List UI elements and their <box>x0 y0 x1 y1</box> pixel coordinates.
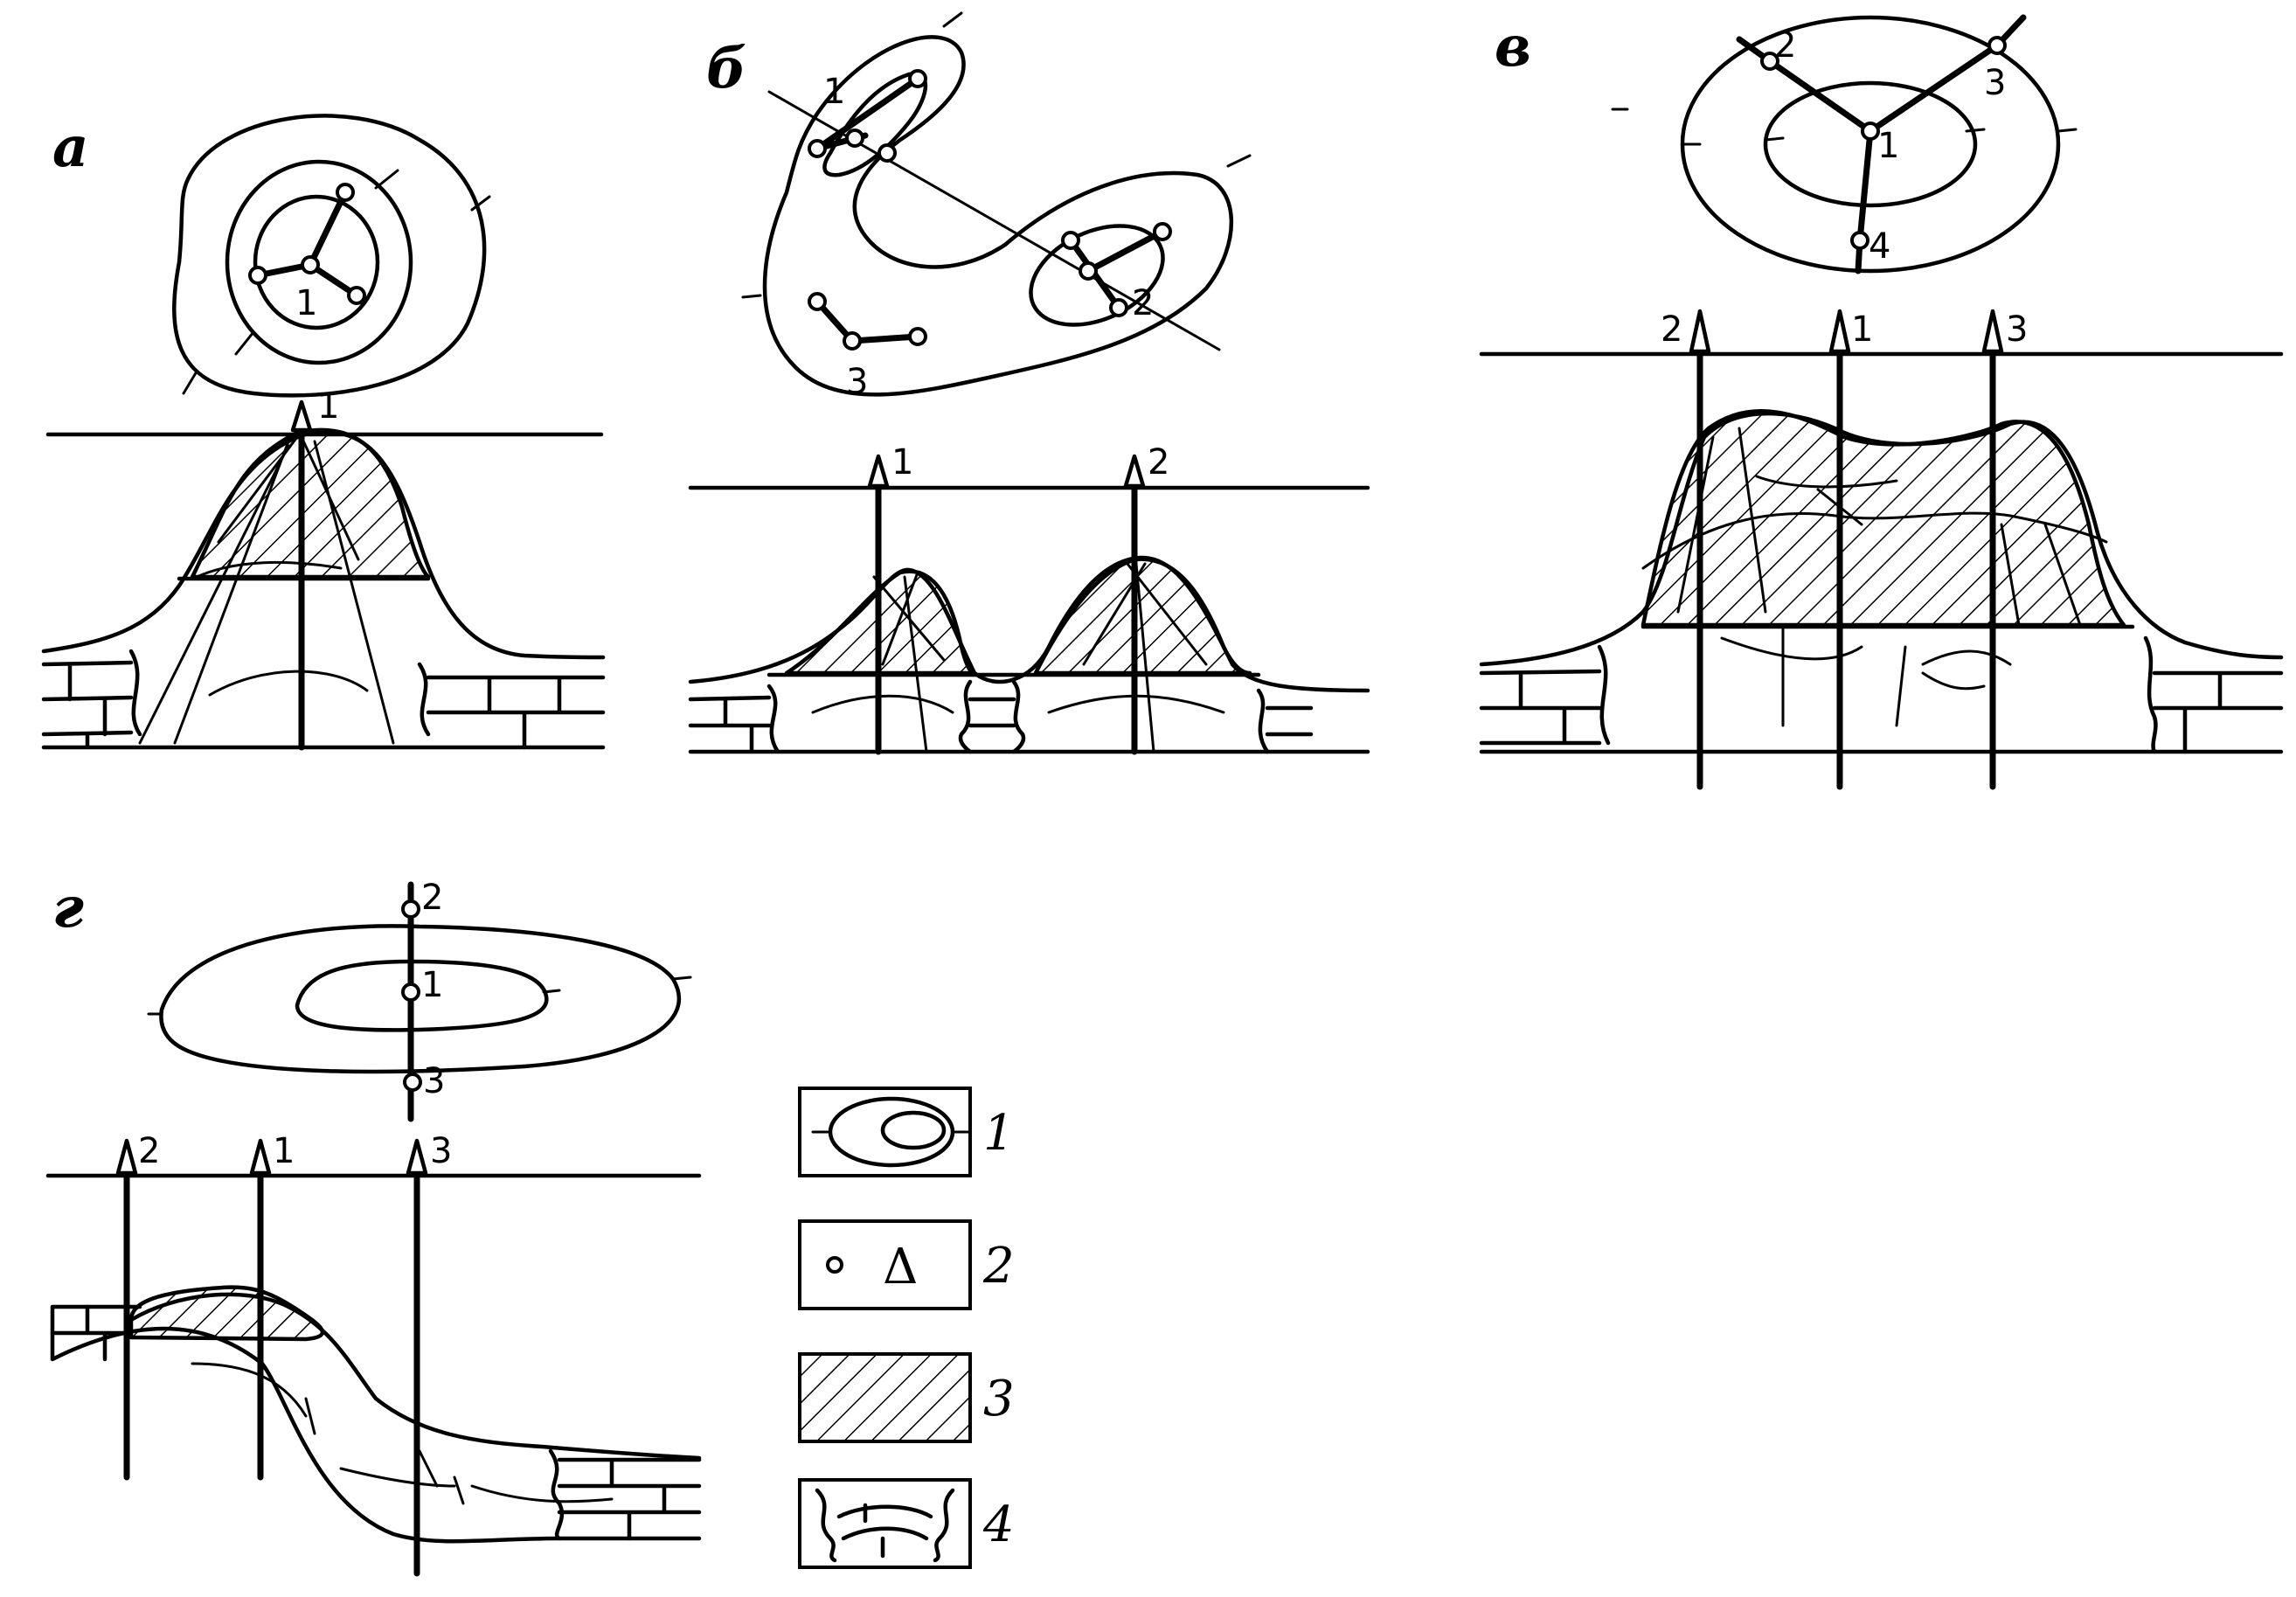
panel-a-label: а <box>52 115 88 180</box>
panel-v-section-well-3: 3 <box>2006 309 2028 350</box>
panel-b-well-3: 3 <box>846 362 868 402</box>
hatching-icon <box>798 1352 972 1443</box>
panel-v: в 1 2 3 4 <box>1479 14 2284 790</box>
panel-b-section: 1 2 <box>688 442 1370 755</box>
panel-a-section-well-1: 1 <box>317 386 339 427</box>
panel-v-well-3: 3 <box>1984 63 2006 103</box>
legend-num-4: 4 <box>982 1496 1015 1553</box>
well-symbols-icon: Δ <box>826 1239 918 1295</box>
panel-a-well-1: 1 <box>295 283 317 323</box>
panel-g-section-well-3: 3 <box>430 1131 452 1171</box>
panel-v-section-well-2: 2 <box>1661 309 1682 350</box>
legend-num-3: 3 <box>983 1371 1015 1427</box>
panel-b-well-1: 1 <box>823 72 845 112</box>
panel-v-well-4: 4 <box>1869 226 1890 267</box>
panel-a-section: 1 <box>41 386 606 751</box>
legend-triangle-glyph: Δ <box>883 1239 918 1295</box>
legend-item-3: 3 <box>798 1352 1015 1443</box>
legend-item-4: 4 <box>798 1478 1015 1569</box>
panel-v-section: 2 1 3 <box>1479 309 2284 790</box>
panel-g-section-well-2: 2 <box>138 1131 160 1171</box>
contour-lines-icon <box>811 1096 972 1168</box>
panel-b-label: б <box>706 36 746 101</box>
panel-g-well-3: 3 <box>423 1061 445 1101</box>
panel-b: б 1 2 3 <box>688 11 1370 755</box>
panel-g-section: 2 1 3 <box>45 1131 702 1577</box>
panel-b-section-well-2: 2 <box>1148 442 1169 483</box>
panel-v-well-1: 1 <box>1877 126 1899 166</box>
panel-v-label: в <box>1495 14 1531 80</box>
panel-a-plan: 1 <box>172 114 491 398</box>
panel-g-well-1: 1 <box>421 965 443 1005</box>
panel-b-section-well-1: 1 <box>891 442 913 483</box>
panel-g: г 2 1 3 <box>45 875 702 1577</box>
panel-b-well-2: 2 <box>1132 283 1154 323</box>
panel-v-section-well-1: 1 <box>1851 309 1873 350</box>
panel-v-plan: 1 2 3 4 <box>1611 14 2077 274</box>
legend-item-1: 1 <box>798 1087 1015 1177</box>
limestone-icon <box>815 1488 955 1563</box>
panel-g-section-well-1: 1 <box>273 1131 295 1171</box>
legend-num-1: 1 <box>983 1105 1015 1162</box>
panel-g-label: г <box>52 875 84 941</box>
legend-item-2: Δ 2 <box>798 1219 1015 1310</box>
panel-b-plan: 1 2 3 <box>741 11 1252 402</box>
legend: 1 Δ 2 3 4 <box>798 1087 1015 1569</box>
panel-a: а 1 1 <box>41 114 606 751</box>
legend-num-2: 2 <box>982 1238 1015 1295</box>
panel-g-plan: 2 1 3 <box>147 878 692 1122</box>
panel-v-well-2: 2 <box>1774 25 1796 66</box>
panel-g-well-2: 2 <box>421 878 443 918</box>
